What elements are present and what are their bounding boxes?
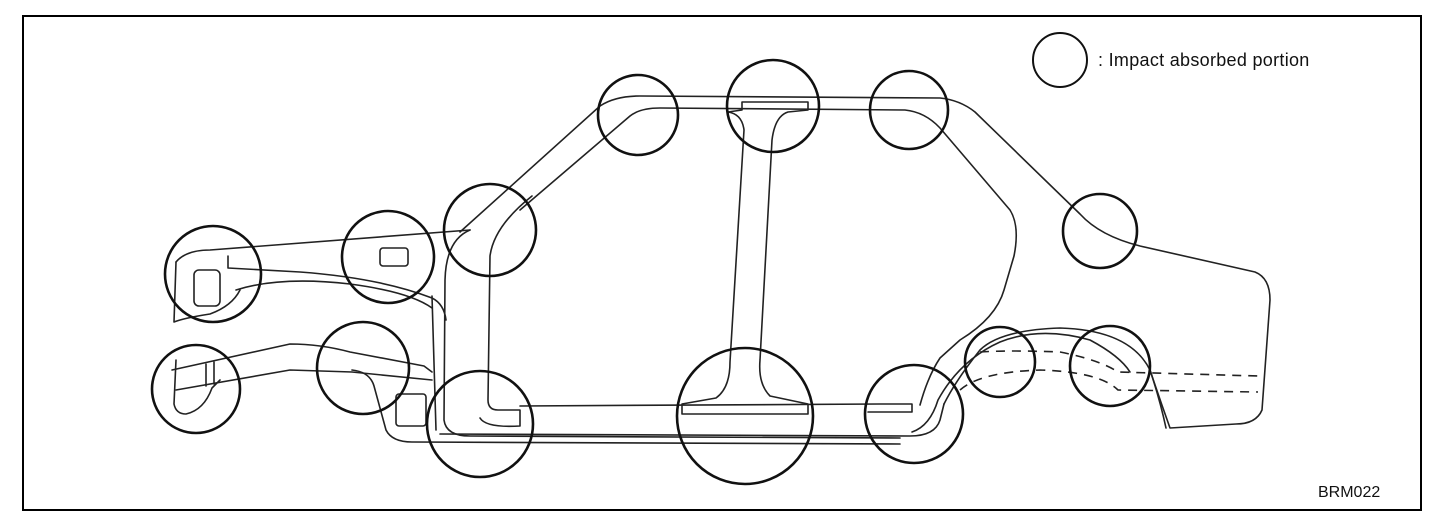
impact-circle-rear-rail-front <box>963 325 1037 399</box>
body-frame-outline <box>171 95 1271 445</box>
front-bracket-outline <box>173 261 241 323</box>
front-lower-bracket <box>173 359 221 415</box>
b-pillar <box>681 101 809 415</box>
a-pillar-outer <box>443 229 901 439</box>
impact-circle-b-pillar-top <box>725 58 821 154</box>
rear-rail-dashed-lower <box>959 369 1259 393</box>
legend: : Impact absorbed portion <box>1032 30 1310 90</box>
rear-rail-dashed-upper <box>979 350 1259 377</box>
impact-circle-rear-rail-rear <box>1068 324 1152 408</box>
front-upper-rail-bottom <box>235 280 433 309</box>
impact-circle-front-lower-rail <box>315 320 411 416</box>
legend-label: : Impact absorbed portion <box>1098 49 1310 70</box>
impact-circle-b-pillar-base <box>675 346 815 486</box>
impact-circle-rear-sill <box>863 363 965 465</box>
front-bracket-hole <box>193 269 221 307</box>
roof-inner-line <box>519 107 1018 406</box>
impact-circle-front-upper-rail <box>340 209 436 305</box>
diagram-frame <box>22 15 1422 511</box>
front-lower-rail-top <box>171 343 433 373</box>
front-lower-tab <box>205 361 215 387</box>
front-crossmember <box>351 369 901 445</box>
impact-circle-a-pillar-sill <box>425 369 535 479</box>
front-vertical-link <box>431 295 437 431</box>
impact-absorbed-markers <box>150 58 1152 486</box>
roof-outer-line <box>459 95 1271 429</box>
impact-circle-c-pillar <box>1061 192 1139 270</box>
impact-circle-roof-rear <box>868 69 950 151</box>
front-lower-rail-bottom <box>175 369 433 391</box>
impact-circle-roof-front <box>596 73 680 157</box>
front-upper-rail-top <box>175 229 471 263</box>
side-sill-upper <box>519 403 913 413</box>
front-crossmember-box <box>395 393 427 427</box>
impact-circle-a-pillar-lower <box>442 182 538 278</box>
a-pillar-inner <box>479 195 533 428</box>
impact-circle-front-lower-end <box>150 343 242 435</box>
legend-circle-icon <box>1032 32 1088 88</box>
front-upper-rail-mid <box>227 255 447 321</box>
impact-circle-front-upper-end <box>163 224 263 324</box>
rear-inner-arch <box>911 332 1131 433</box>
figure-code: BRM022 <box>1318 484 1381 501</box>
front-rail-hole <box>379 247 409 267</box>
rear-quarter-arch <box>943 327 1167 429</box>
side-sill-lower <box>439 403 945 437</box>
